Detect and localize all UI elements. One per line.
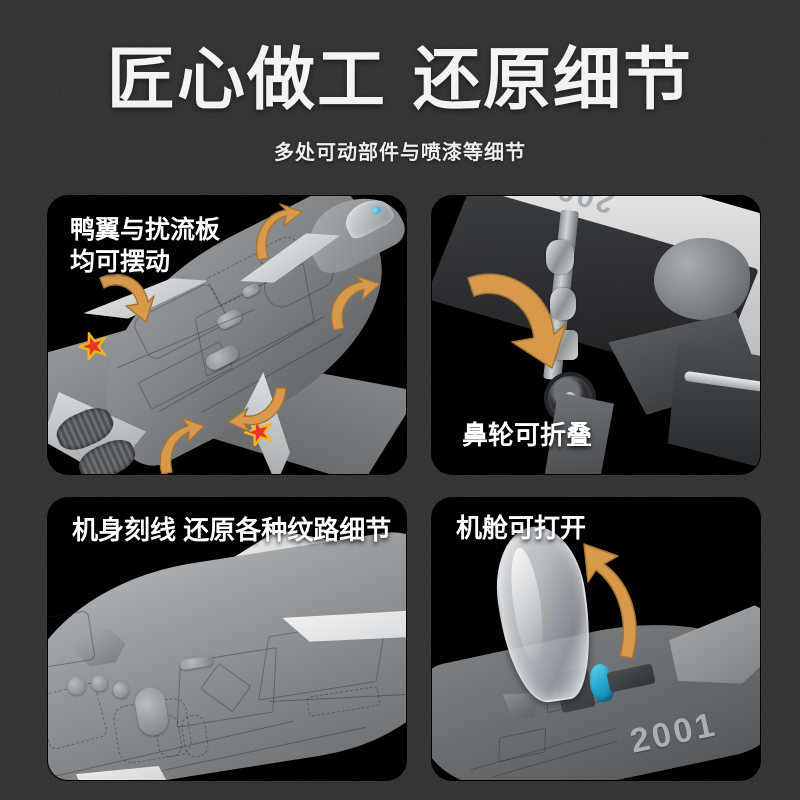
motion-arrow-left xyxy=(227,384,290,436)
surface-rivet xyxy=(111,680,130,700)
gear-bay-door-lower xyxy=(668,342,760,472)
panel-caption-canard: 鸭翼与扰流板 均可摆动 xyxy=(70,216,221,276)
pilot-head-icon xyxy=(370,204,383,216)
motion-arrow-up-tail xyxy=(156,417,206,474)
red-star-marking xyxy=(75,330,108,365)
panel-nose-wheel: 2001 鼻轮可折叠 xyxy=(432,196,760,474)
header: 匠心做工还原细节 多处可动部件与喷漆等细节 xyxy=(0,0,800,165)
motion-arrow-fold xyxy=(462,262,572,372)
panel-caption-cockpit-open: 机舱可打开 xyxy=(456,513,587,543)
motion-arrow-down-left xyxy=(96,270,155,326)
panel-caption-scribed-lines: 机身刻线 还原各种纹路细节 xyxy=(72,515,392,545)
page-title: 匠心做工还原细节 xyxy=(0,0,800,114)
page-title-part2: 还原细节 xyxy=(413,42,694,118)
motion-arrow-up-right xyxy=(324,275,382,334)
page-title-part1: 匠心做工 xyxy=(106,42,387,118)
intake-bulge xyxy=(654,238,750,320)
page-subtitle: 多处可动部件与喷漆等细节 xyxy=(274,142,526,164)
panel-scribed-lines: 机身刻线 还原各种纹路细节 xyxy=(48,498,406,780)
panel-canard-spoiler: 鸭翼与扰流板 均可摆动 xyxy=(48,196,406,474)
panel-caption-nose-wheel: 鼻轮可折叠 xyxy=(462,419,593,450)
panel-cockpit-open: 2001 机舱可打开 xyxy=(432,498,760,780)
motion-arrow-open xyxy=(580,542,684,662)
feature-panel-grid: 鸭翼与扰流板 均可摆动 2001 xyxy=(48,196,760,780)
motion-arrow-up xyxy=(244,202,304,264)
fuselage-closeup xyxy=(48,524,406,780)
panel-line xyxy=(498,727,547,763)
